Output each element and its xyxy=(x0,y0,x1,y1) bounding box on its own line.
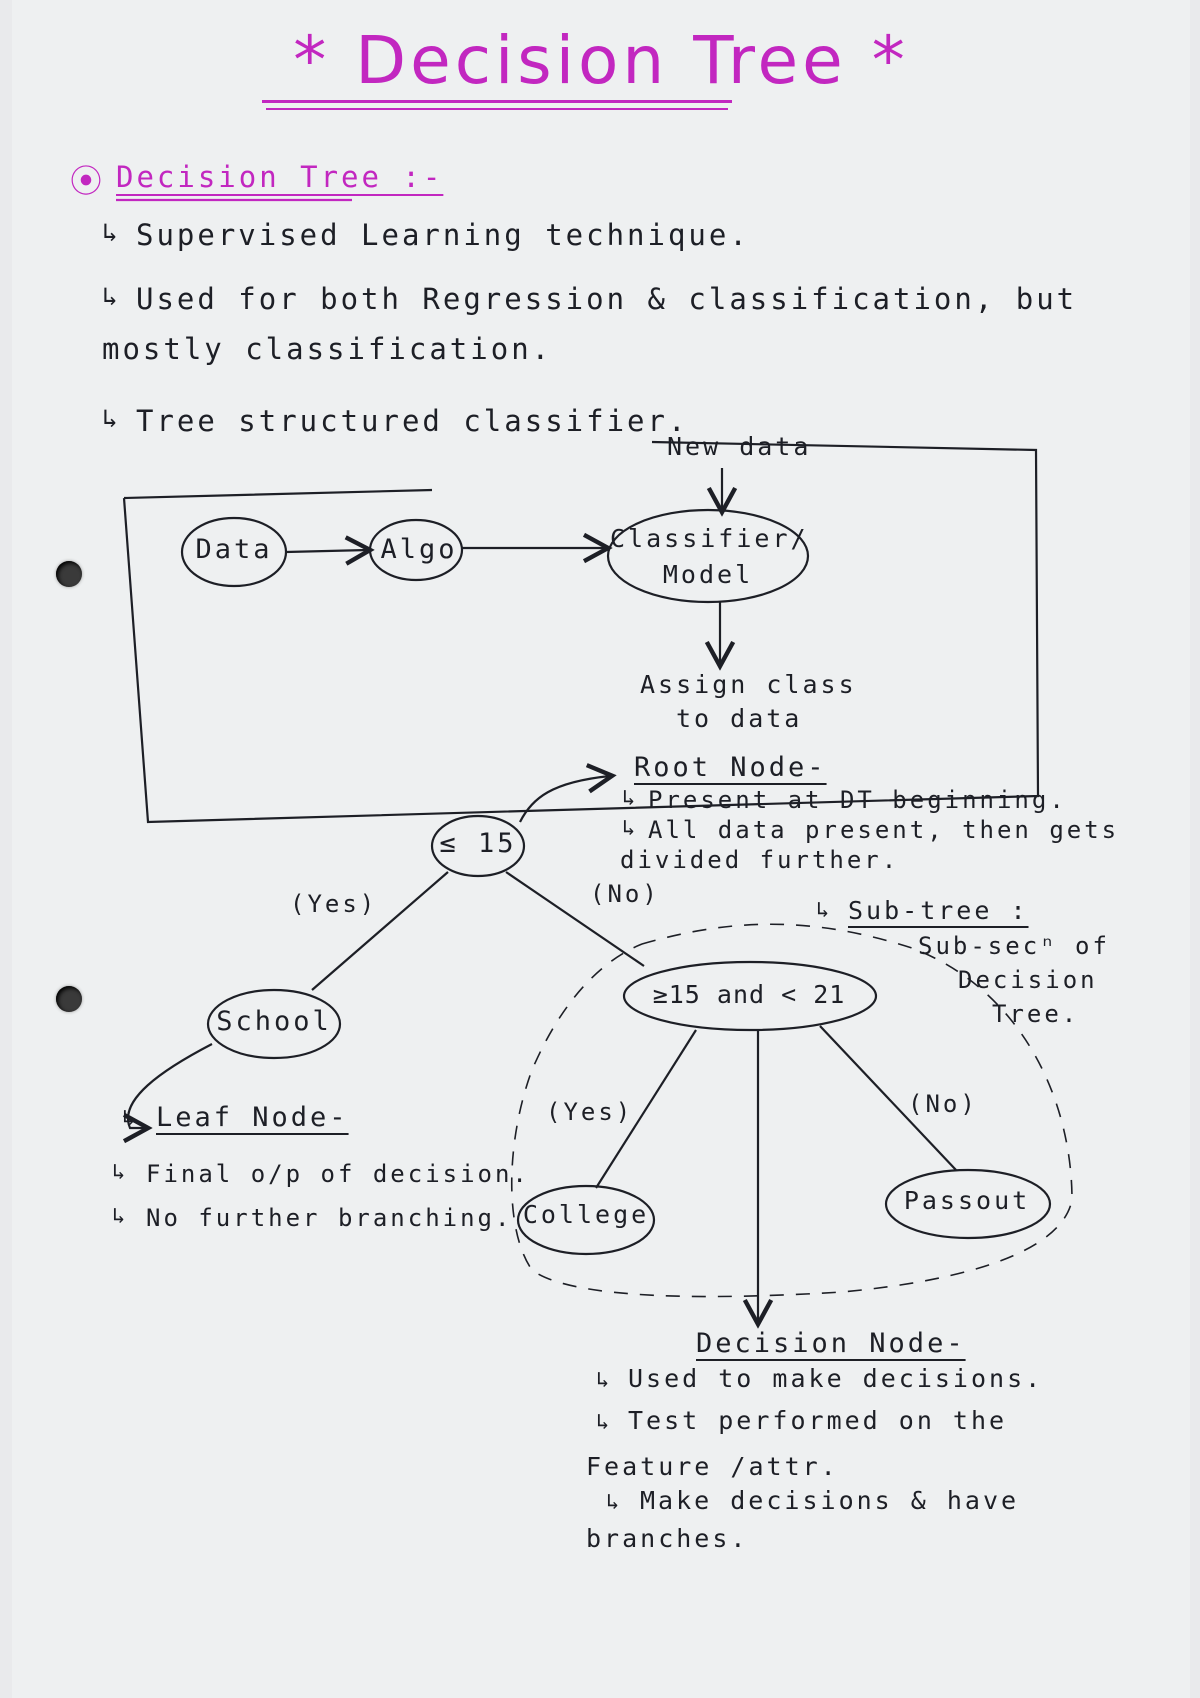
edge-middle-passout xyxy=(819,1025,957,1171)
arrow-icon: ↳ xyxy=(816,898,830,923)
arrow-icon: ↳ xyxy=(622,816,636,841)
flow-box xyxy=(122,440,1040,824)
tree-root-node xyxy=(430,814,526,878)
decision-node-line3: Feature /attr. xyxy=(586,1452,839,1481)
tree-college-node xyxy=(516,1184,656,1256)
tree-middle-node xyxy=(622,960,878,1032)
arrow-icon: ↳ xyxy=(102,282,118,312)
edge-root-middle xyxy=(505,871,645,967)
root-node-line1: Present at DT beginning. xyxy=(648,786,1067,814)
flow-algo-node xyxy=(368,518,464,582)
flow-model-label: Model xyxy=(662,560,754,589)
decision-node-line1: Used to make decisions. xyxy=(628,1364,1044,1393)
sub-tree-line1: Sub-secⁿ of xyxy=(918,932,1110,960)
arrow-icon: ↳ xyxy=(112,1160,126,1185)
arrow-icon: ↳ xyxy=(112,1204,126,1229)
arrow-icon: ↳ xyxy=(596,1410,610,1435)
bullet-used-for-cont: mostly classification. xyxy=(102,332,553,366)
root-pointer-arrow xyxy=(519,776,610,823)
title-underline-2 xyxy=(266,108,728,110)
tree-passout-label: Passout xyxy=(903,1186,1031,1215)
decision-node-heading: Decision Node- xyxy=(696,1328,966,1359)
arrow-icon: ↳ xyxy=(102,404,118,434)
flow-data-node xyxy=(180,516,288,588)
notebook-page: * Decision Tree * ⦿ Decision Tree :- ↳ S… xyxy=(12,0,1190,1698)
tree-school-label: School xyxy=(216,1006,332,1037)
root-node-line2: All data present, then gets xyxy=(648,816,1120,844)
flow-new-data: New data xyxy=(667,432,812,461)
bullet-supervised: Supervised Learning technique. xyxy=(136,218,750,252)
decision-node-line2: Test performed on the xyxy=(628,1406,1008,1435)
flow-assign-class: Assign class xyxy=(640,670,857,699)
flow-arrow-data-algo xyxy=(285,550,368,552)
tree-passout-node xyxy=(884,1168,1052,1240)
tree-root-label: ≤ 15 xyxy=(439,828,517,859)
arrow-icon: ↳ xyxy=(606,1490,620,1515)
title-underline xyxy=(262,100,732,103)
diagram-drawing xyxy=(116,198,1073,1698)
flow-classifier-label: Classifier/ xyxy=(610,524,809,553)
arrow-icon: ↳ xyxy=(622,786,636,811)
sub-tree-line2: Decision xyxy=(958,966,1098,994)
root-node-heading: Root Node- xyxy=(634,752,827,783)
tree-yes-left: (Yes) xyxy=(290,890,378,918)
tree-college-label: College xyxy=(522,1200,650,1229)
bullet-target-icon: ⦿ xyxy=(70,162,106,200)
flow-classifier-node xyxy=(606,508,810,604)
leaf-node-heading: Leaf Node- xyxy=(156,1102,349,1133)
leaf-node-line1: Final o/p of decision. xyxy=(146,1160,530,1188)
flow-to-data: to data xyxy=(676,704,803,733)
page-title: * Decision Tree * xyxy=(293,22,909,99)
arrow-icon: ↳ xyxy=(596,1368,610,1393)
tree-school-node xyxy=(206,988,342,1060)
tree-no-right: (No) xyxy=(590,880,660,908)
flow-data-label: Data xyxy=(195,534,273,565)
tree-yes2: (Yes) xyxy=(546,1098,634,1126)
arrow-icon: ↳ xyxy=(102,218,118,248)
root-node-line3: divided further. xyxy=(620,846,900,874)
bullet-tree-structured: Tree structured classifier. xyxy=(136,404,689,438)
tree-no2: (No) xyxy=(908,1090,978,1118)
punch-hole-bottom xyxy=(56,986,82,1012)
sub-tree-boundary xyxy=(510,923,1073,1298)
flow-algo-label: Algo xyxy=(380,534,458,565)
bullet-used-for: Used for both Regression & classificatio… xyxy=(136,282,1078,316)
punch-hole-top xyxy=(56,561,82,587)
school-leaf-arrow xyxy=(128,1043,213,1128)
leaf-node-line2: No further branching. xyxy=(146,1204,513,1232)
decision-node-line4: Make decisions & have xyxy=(640,1486,1020,1515)
edge-root-school xyxy=(311,871,449,991)
edge-middle-college xyxy=(595,1029,697,1189)
sub-tree-heading: Sub-tree : xyxy=(848,896,1029,925)
tree-middle-label: ≥15 and < 21 xyxy=(652,980,846,1009)
section-heading: Decision Tree :- xyxy=(116,160,444,194)
decision-node-line5: branches. xyxy=(586,1524,749,1553)
